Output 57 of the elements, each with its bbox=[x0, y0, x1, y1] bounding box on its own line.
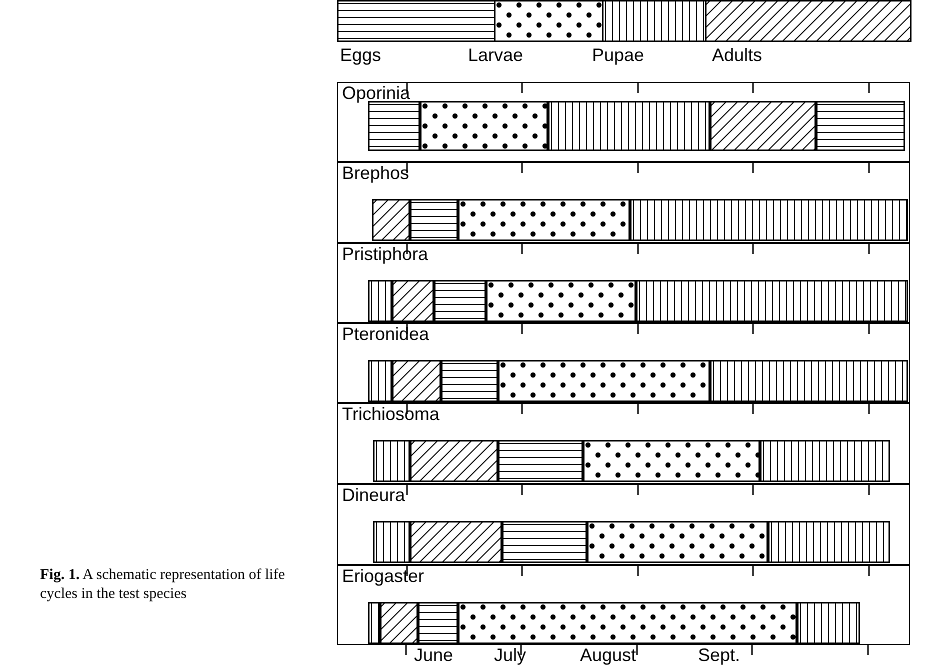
vertical-striped-bar bbox=[636, 280, 908, 322]
vertical-striped-bar bbox=[372, 521, 410, 563]
vertical-striped-bar bbox=[548, 101, 710, 151]
vertical-striped-bar bbox=[372, 440, 410, 482]
species-row-panel bbox=[337, 82, 910, 162]
month-label: July bbox=[494, 645, 526, 666]
month-label: August bbox=[580, 645, 636, 666]
species-name: Pteronidea bbox=[342, 324, 430, 344]
legend-label: Eggs bbox=[340, 45, 382, 66]
dotted-bar bbox=[498, 360, 710, 402]
species-row-panel bbox=[337, 403, 910, 484]
horizontal-striped-bar bbox=[816, 101, 904, 151]
species-row-panel bbox=[337, 323, 910, 403]
hatched-bar bbox=[380, 602, 418, 644]
vertical-striped-bar bbox=[368, 360, 392, 402]
vertical-striped-bar bbox=[796, 602, 860, 644]
hatched-bar bbox=[372, 199, 410, 241]
species-row-panel bbox=[337, 484, 910, 565]
dotted-bar bbox=[586, 521, 768, 563]
figure-caption: Fig. 1. A schematic representation of life cycles in the test species bbox=[40, 566, 286, 604]
horizontal-striped-bar bbox=[434, 280, 486, 322]
legend-label: Larvae bbox=[468, 45, 524, 66]
vertical-striped-bar bbox=[768, 521, 890, 563]
vertical-striped-bar bbox=[368, 602, 380, 644]
hatched-bar bbox=[410, 440, 498, 482]
species-row-panel bbox=[337, 243, 910, 323]
dotted-bar bbox=[420, 101, 548, 151]
horizontal-striped-bar bbox=[440, 360, 498, 402]
horizontal-striped-bar bbox=[498, 440, 582, 482]
vertical-striped-bar bbox=[760, 440, 890, 482]
species-name: Trichiosoma bbox=[342, 404, 440, 424]
horizontal-striped-bar bbox=[502, 521, 586, 563]
dotted-bar bbox=[486, 280, 636, 322]
hatched-bar bbox=[392, 360, 440, 402]
month-label: Sept. bbox=[698, 645, 740, 666]
species-name: Oporinia bbox=[342, 83, 410, 103]
horizontal-striped-bar bbox=[410, 199, 458, 241]
hatched-bar bbox=[410, 521, 502, 563]
species-row-panel bbox=[337, 162, 910, 243]
vertical-striped-bar bbox=[710, 360, 908, 402]
vertical-striped-bar bbox=[630, 199, 908, 241]
horizontal-striped-bar bbox=[368, 101, 420, 151]
hatched-bar bbox=[710, 101, 816, 151]
hatched-bar bbox=[392, 280, 434, 322]
vertical-striped-bar bbox=[368, 280, 392, 322]
legend-label: Adults bbox=[712, 45, 762, 66]
dotted-bar bbox=[458, 199, 630, 241]
species-name: Brephos bbox=[342, 163, 410, 183]
month-label: June bbox=[414, 645, 454, 666]
species-row-panel bbox=[337, 565, 910, 645]
horizontal-striped-bar bbox=[418, 602, 458, 644]
dotted-bar bbox=[458, 602, 796, 644]
legend-label: Pupae bbox=[592, 45, 644, 66]
species-name: Pristiphora bbox=[342, 244, 428, 264]
dotted-bar bbox=[582, 440, 760, 482]
species-name: Eriogaster bbox=[342, 566, 424, 586]
species-name: Dineura bbox=[342, 485, 406, 505]
